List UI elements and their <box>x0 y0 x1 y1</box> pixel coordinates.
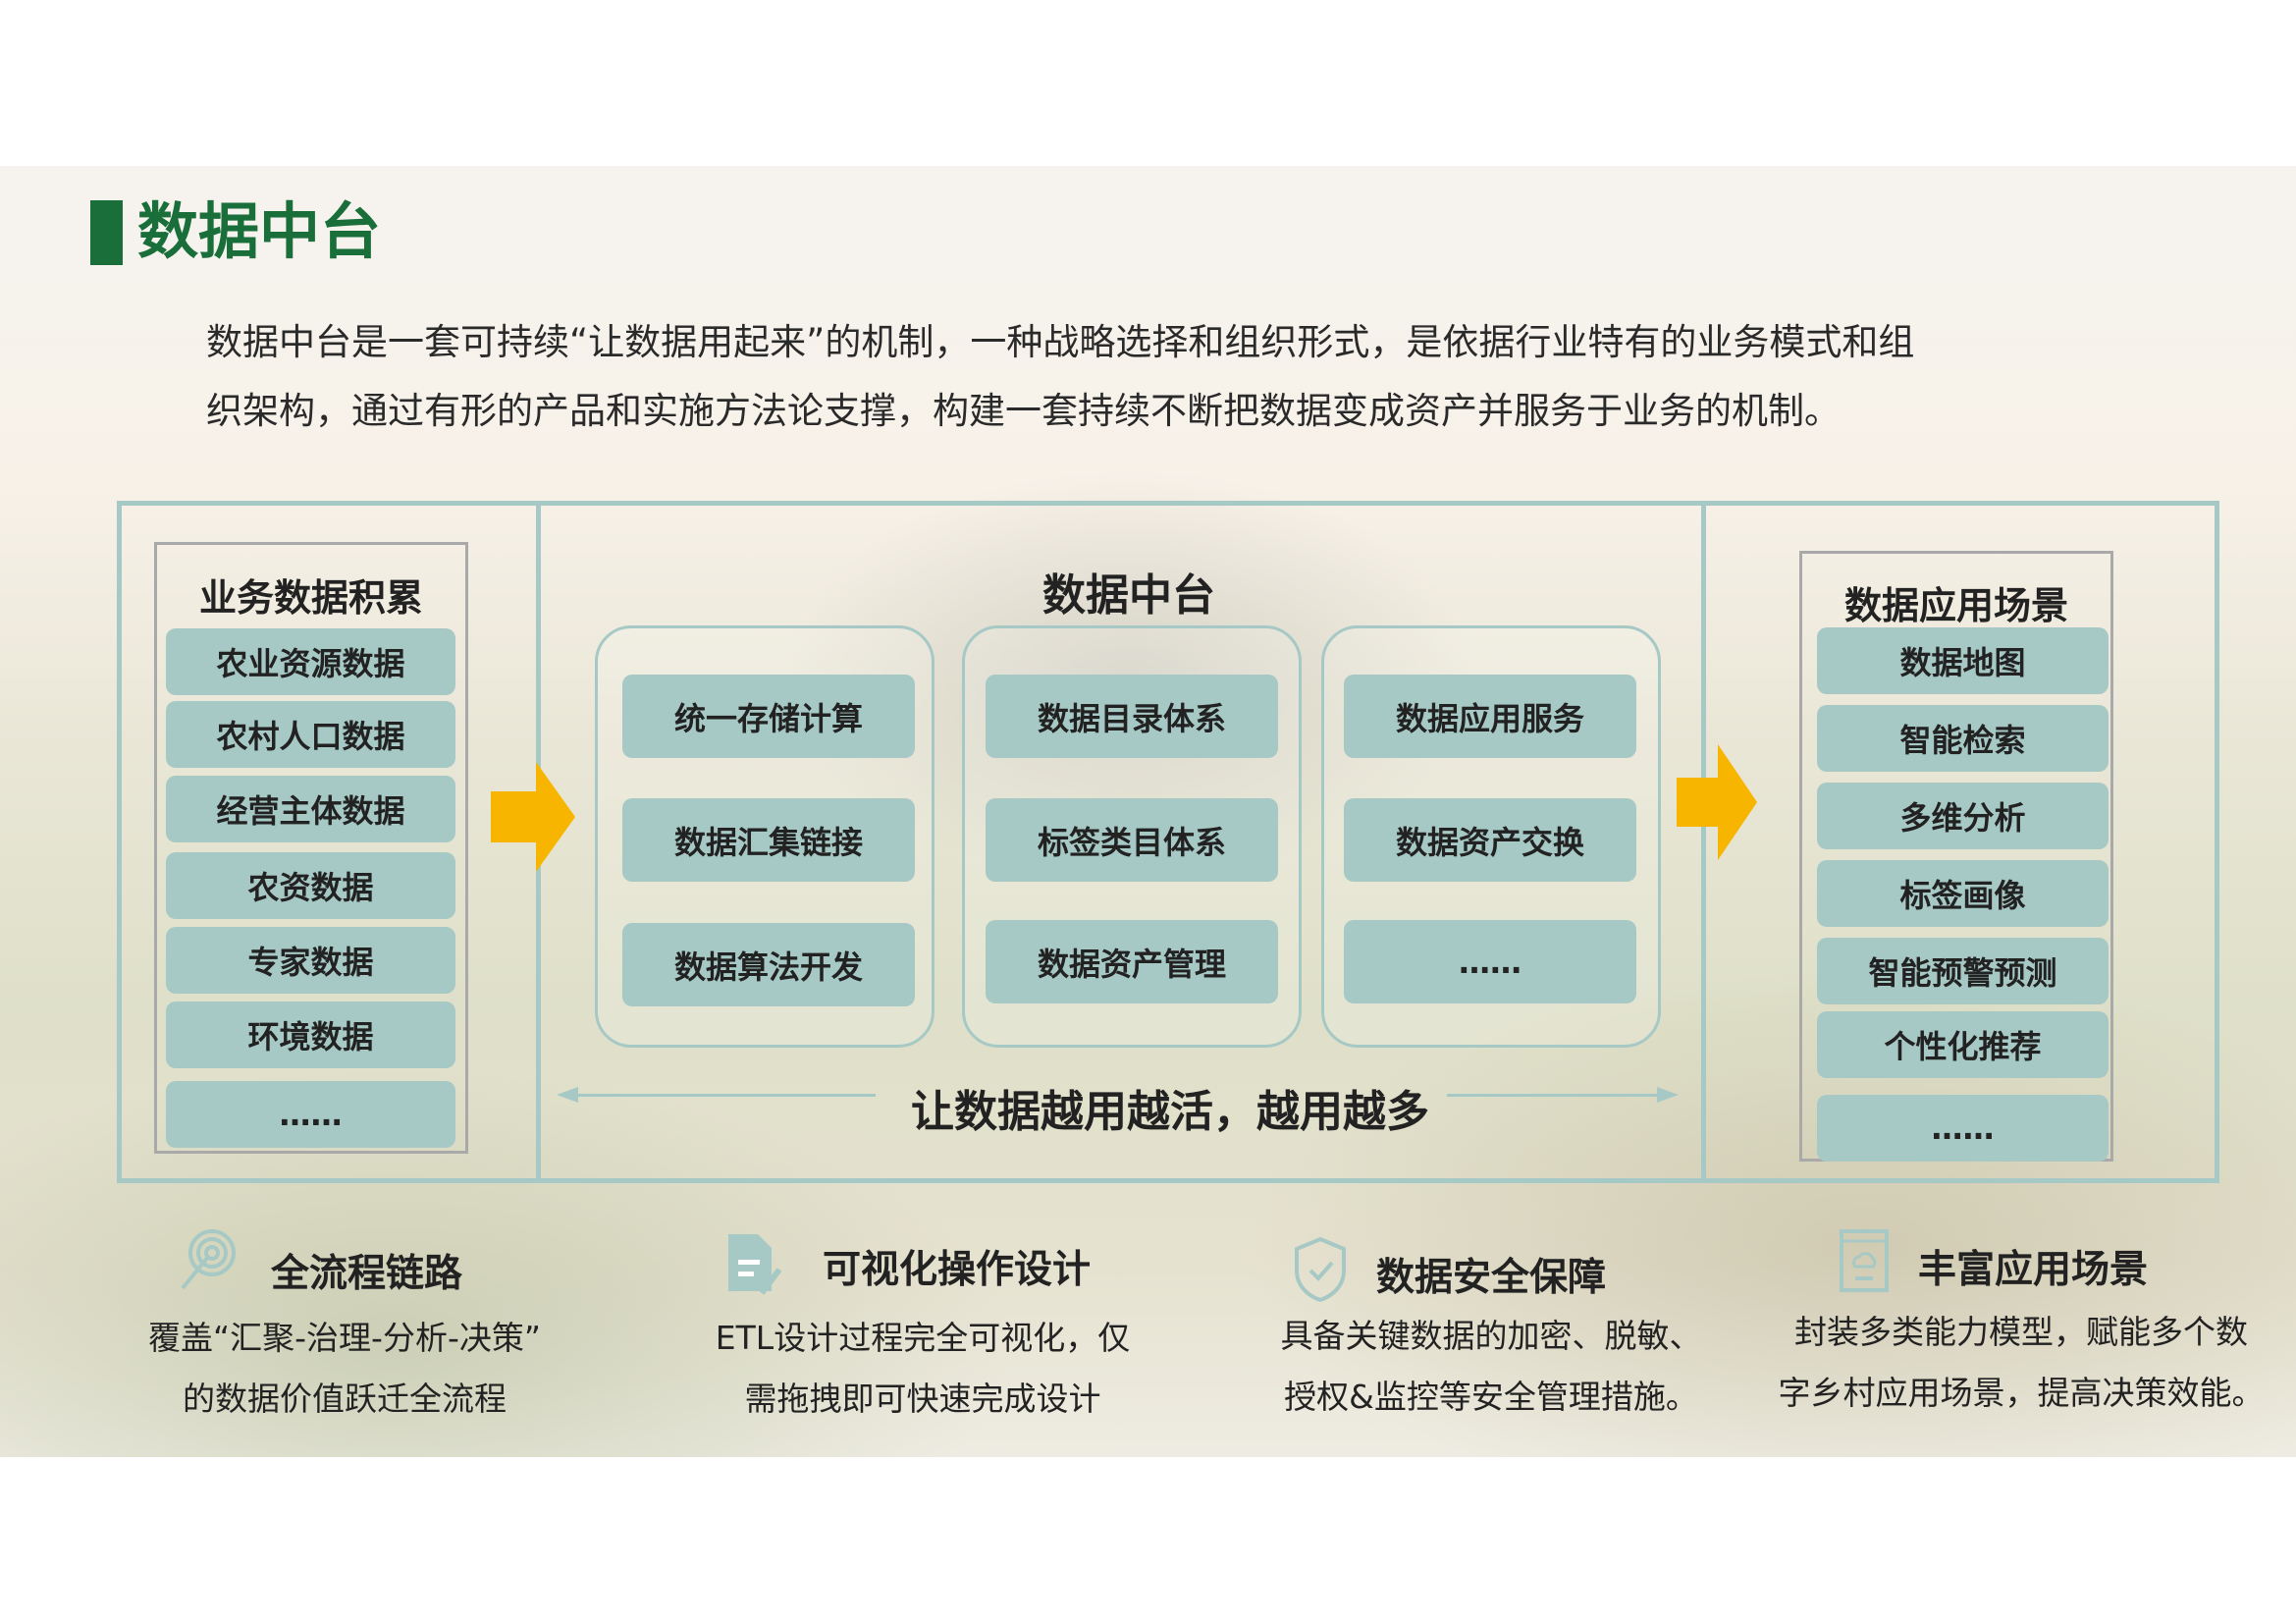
feature-description: 封装多类能力模型，赋能多个数 <box>1794 1313 2248 1351</box>
business-data-item: 经营主体数据 <box>166 776 455 842</box>
data-middle-title: 数据中台 <box>1042 570 1215 621</box>
business-data-item: 专家数据 <box>166 927 455 994</box>
feature-description: ETL设计过程完全可视化，仅 <box>715 1319 1131 1357</box>
capability-item: 数据应用服务 <box>1344 675 1636 758</box>
capability-item: 数据资产管理 <box>986 920 1278 1003</box>
arrowhead-left-icon <box>557 1087 578 1103</box>
capability-item: 标签类目体系 <box>986 798 1278 882</box>
capability-item: 数据目录体系 <box>986 675 1278 758</box>
feature-description: 授权&监控等安全管理措施。 <box>1284 1378 1698 1416</box>
business-data-item: 农村人口数据 <box>166 701 455 768</box>
capability-item: 数据算法开发 <box>622 923 915 1006</box>
arrow-line-right <box>1447 1094 1665 1097</box>
feature-title: 数据安全保障 <box>1376 1256 1607 1300</box>
feature-description: 需拖拽即可快速完成设计 <box>744 1380 1101 1418</box>
feature-title: 全流程链路 <box>271 1252 463 1296</box>
diagram-frame <box>117 501 2219 1183</box>
arrowhead-right-icon <box>1657 1087 1679 1103</box>
feature-description: 覆盖“汇聚-治理-分析-决策” <box>148 1319 541 1357</box>
right-arrow-icon <box>1677 744 1757 860</box>
target-icon <box>181 1229 236 1290</box>
capability-item: …… <box>1344 920 1636 1003</box>
application-scene-item: 个性化推荐 <box>1817 1011 2109 1078</box>
application-scene-item: 多维分析 <box>1817 783 2109 849</box>
document-edit-icon <box>728 1234 782 1295</box>
business-data-item: 农资数据 <box>166 852 455 919</box>
intro-line-1: 数据中台是一套可持续“让数据用起来”的机制，一种战略选择和组织形式，是依据行业特… <box>206 321 1915 363</box>
business-data-item: …… <box>166 1081 455 1148</box>
feature-description: 具备关键数据的加密、脱敏、 <box>1280 1317 1702 1355</box>
application-scene-item: 智能检索 <box>1817 705 2109 772</box>
intro-line-2: 织架构，通过有形的产品和实施方法论支撑，构建一套持续不断把数据变成资产并服务于业… <box>206 390 1841 432</box>
application-scene-item: 标签画像 <box>1817 860 2109 927</box>
application-scene-item: 数据地图 <box>1817 627 2109 694</box>
slogan: 让数据越用越活，越用越多 <box>911 1087 1429 1137</box>
arrow-line-left <box>569 1094 876 1097</box>
feature-title: 丰富应用场景 <box>1918 1248 2149 1292</box>
feature-description: 字乡村应用场景，提高决策效能。 <box>1778 1374 2265 1412</box>
application-scene-item: 智能预警预测 <box>1817 938 2109 1004</box>
business-data-item: 农业资源数据 <box>166 628 455 695</box>
capability-item: 数据资产交换 <box>1344 798 1636 882</box>
application-scene-item: …… <box>1817 1095 2109 1162</box>
business-data-box <box>154 542 468 1154</box>
application-scenes-title: 数据应用场景 <box>1843 584 2068 627</box>
shield-check-icon <box>1295 1236 1346 1303</box>
business-data-item: 环境数据 <box>166 1001 455 1068</box>
capability-item: 统一存储计算 <box>622 675 915 758</box>
page-title: 数据中台 <box>137 195 382 267</box>
title-accent-bar <box>90 200 123 265</box>
capability-item: 数据汇集链接 <box>622 798 915 882</box>
divider <box>1701 501 1706 1183</box>
feature-description: 的数据价值跃迁全流程 <box>183 1380 507 1418</box>
business-data-title: 业务数据积累 <box>198 576 423 620</box>
browser-cloud-icon <box>1840 1229 1889 1292</box>
feature-title: 可视化操作设计 <box>823 1248 1092 1292</box>
right-arrow-icon <box>491 762 575 872</box>
